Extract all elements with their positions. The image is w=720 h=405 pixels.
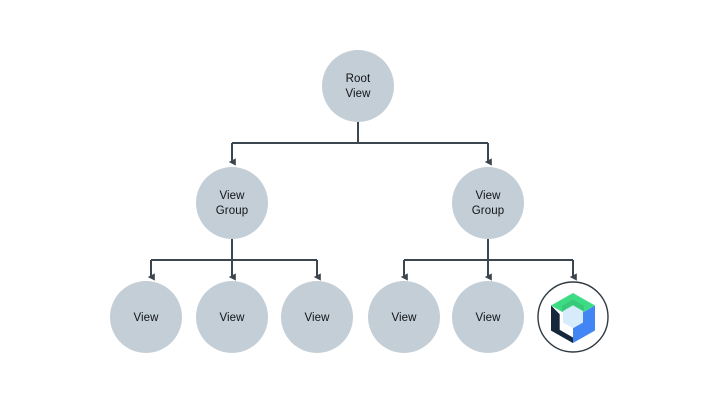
- node-view-group-left[interactable]: View Group: [196, 167, 268, 239]
- root-view-label-line2: View: [345, 88, 371, 100]
- view-group-right-label-line1: View: [475, 190, 501, 202]
- node-view-group-right[interactable]: View Group: [452, 167, 524, 239]
- node-view-leaf-3[interactable]: View: [281, 281, 353, 353]
- view-group-left-label-line1: View: [219, 190, 245, 202]
- view-group-right-label-line2: Group: [472, 205, 504, 217]
- node-compose-leaf[interactable]: [537, 281, 609, 353]
- edge-layer: [147, 122, 577, 281]
- node-view-leaf-2[interactable]: View: [196, 281, 268, 353]
- view-leaf-1-label: View: [133, 312, 159, 324]
- jetpack-compose-logo-icon: [551, 293, 595, 343]
- view-group-right-circle[interactable]: [452, 167, 524, 239]
- view-leaf-1-circle[interactable]: [110, 281, 182, 353]
- view-leaf-2-circle[interactable]: [196, 281, 268, 353]
- view-leaf-3-label: View: [304, 312, 330, 324]
- node-view-leaf-4[interactable]: View: [368, 281, 440, 353]
- view-leaf-3-circle[interactable]: [281, 281, 353, 353]
- view-group-left-label-line2: Group: [216, 205, 248, 217]
- root-view-label-line1: Root: [346, 73, 371, 85]
- node-view-leaf-5[interactable]: View: [452, 281, 524, 353]
- node-view-leaf-1[interactable]: View: [110, 281, 182, 353]
- compose-logo-center-hex: [563, 305, 583, 329]
- compose-logo-top-face-shade: [562, 299, 584, 312]
- view-leaf-4-circle[interactable]: [368, 281, 440, 353]
- view-group-left-circle[interactable]: [196, 167, 268, 239]
- view-leaf-2-label: View: [219, 312, 245, 324]
- view-leaf-4-label: View: [391, 312, 417, 324]
- view-leaf-5-circle[interactable]: [452, 281, 524, 353]
- compose-logo-left-face-inner: [551, 305, 573, 343]
- root-view-circle[interactable]: [322, 50, 394, 122]
- view-leaf-5-label: View: [475, 312, 501, 324]
- node-root-view[interactable]: Root View: [322, 50, 394, 122]
